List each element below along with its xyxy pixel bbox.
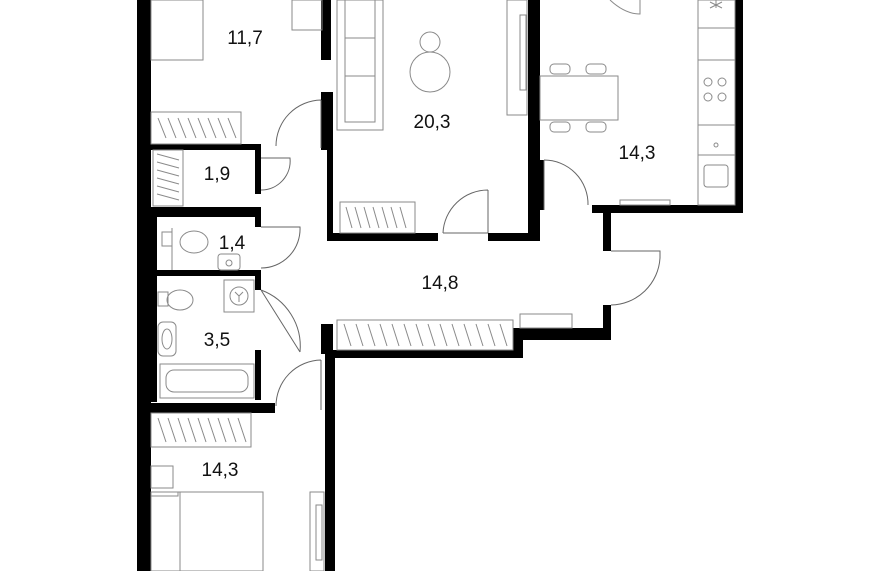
wall-hall-bottom-right: [513, 328, 611, 340]
wall-living-left-low: [327, 150, 333, 240]
door-swing-icon: [275, 359, 322, 410]
doors: [260, 99, 661, 410]
wall-toilet-bath: [151, 270, 261, 276]
door-swing-icon: [609, 0, 641, 15]
room-area-bathroom: 3,5: [204, 330, 230, 351]
wall-hall-right-top: [603, 213, 611, 251]
bottom-bed-icon: [150, 491, 264, 571]
room-area-wardrobe: 1,9: [204, 164, 230, 185]
tv-stand: [506, 0, 528, 116]
wardrobe-icon: [150, 111, 242, 145]
door-swing-icon: [260, 289, 301, 353]
toilet-icon: [161, 230, 209, 254]
bedroom-wardrobe-icon: [150, 412, 252, 448]
radiator: [619, 199, 671, 206]
hallway-shoe-rack: [519, 313, 573, 329]
left-outer-wall: [137, 0, 151, 571]
walls: [137, 0, 743, 571]
room-area-bedroom-bottom: 14,3: [202, 460, 239, 481]
room-area-kitchen: 14,3: [619, 143, 656, 164]
bathroom-toilet-icon: [157, 289, 194, 311]
washing-machine-icon: [223, 279, 255, 313]
toilet-sink-icon: [217, 253, 241, 271]
wall-wardrobe-side: [255, 144, 261, 194]
kitchen-counter: [697, 0, 736, 206]
room-area-hallway: 14,8: [422, 273, 459, 294]
wall-toilet-left: [151, 217, 157, 402]
table-icon: [409, 31, 451, 93]
wall-bath-side-bottom: [255, 350, 261, 400]
wall-bedroom-living: [321, 0, 331, 60]
wall-toilet-side: [255, 207, 261, 227]
wall-bedroom-bottom-right: [325, 350, 335, 571]
wall-living-left: [321, 92, 333, 150]
wall-kitchen-right: [735, 0, 743, 213]
wall-wardrobe-bottom: [151, 207, 261, 217]
door-swing-icon: [260, 226, 301, 269]
door-swing-icon: [610, 250, 661, 306]
wall-kitchen-bottom: [592, 205, 742, 213]
wall-hall-bottom: [333, 350, 523, 358]
nightstand: [150, 465, 174, 489]
dining-table-icon: [539, 63, 619, 133]
wall-hall-step: [513, 328, 523, 358]
bathtub-icon: [159, 363, 255, 399]
door-swing-icon: [442, 189, 489, 234]
door-swing-icon: [275, 99, 322, 148]
wall-living-bottom-right: [488, 233, 538, 241]
hallway-wardrobe-icon: [336, 319, 514, 351]
room-area-bedroom-top: 11,7: [227, 28, 263, 49]
desk: [291, 0, 323, 31]
wall-kitchen-left-low: [538, 160, 544, 210]
wall-hall-right-bottom: [603, 305, 611, 340]
bed-icon: [150, 0, 204, 61]
wall-bath-bottom: [151, 403, 275, 413]
wall-corridor-stub: [321, 324, 333, 354]
wall-living-bottom-left: [327, 233, 438, 241]
stove-icon: [703, 77, 727, 102]
door-swing-icon: [543, 159, 589, 210]
plant-icon: [709, 0, 723, 9]
door-swing-icon: [260, 157, 291, 191]
wall-bedroom-bottom-top: [151, 144, 261, 150]
room-area-toilet: 1,4: [219, 233, 246, 254]
bottom-tv-stand: [309, 491, 325, 571]
living-wardrobe-icon: [339, 201, 416, 234]
wall-living-right: [528, 0, 540, 241]
sofa-icon: [336, 0, 384, 131]
room-area-living-room: 20,3: [414, 112, 451, 133]
sink-icon: [703, 142, 729, 188]
wardrobe-closet-icon: [152, 149, 184, 207]
wall-bath-side-top: [255, 270, 261, 290]
bath-sink-icon: [157, 321, 177, 357]
